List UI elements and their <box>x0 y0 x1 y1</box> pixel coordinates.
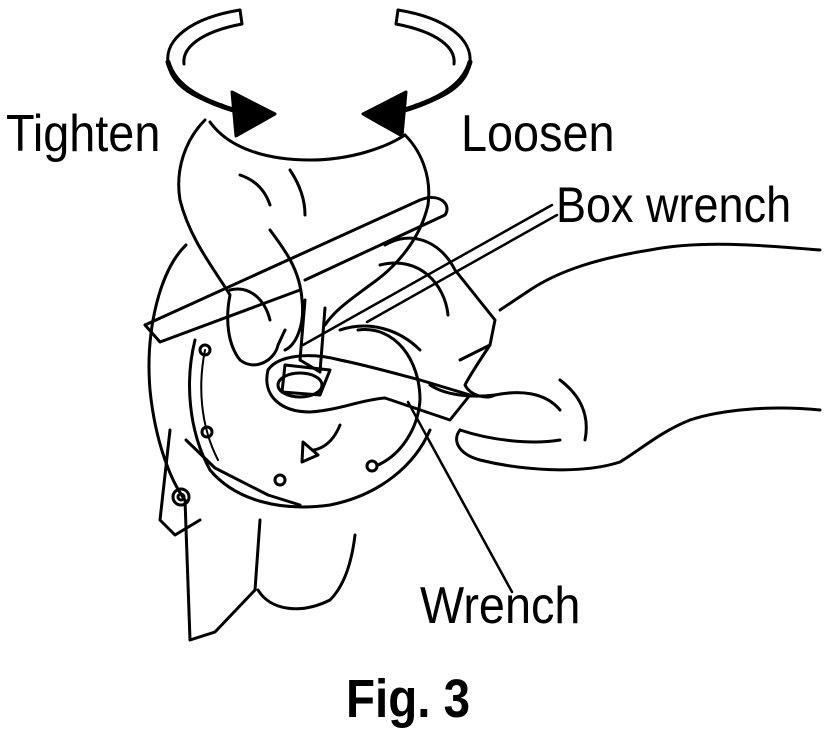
cutting-blade <box>184 328 432 509</box>
loosen-rotation-arrow-icon <box>361 8 473 138</box>
leader-lines <box>301 203 559 594</box>
loosen-label: Loosen <box>461 105 615 163</box>
right-hand <box>428 242 822 472</box>
wrench-leader-line <box>406 400 514 594</box>
box-wrench <box>143 196 449 397</box>
figure-caption: Fig. 3 <box>346 669 471 729</box>
tighten-label: Tighten <box>6 105 161 163</box>
tighten-rotation-arrow-icon <box>165 8 277 138</box>
left-hand <box>177 118 431 367</box>
box-wrench-leader-line <box>301 203 554 347</box>
box-wrench-leader-line-2 <box>365 213 559 324</box>
wrench-label: Wrench <box>420 577 581 635</box>
box-wrench-label: Box wrench <box>556 177 792 233</box>
tool-body <box>147 243 357 642</box>
